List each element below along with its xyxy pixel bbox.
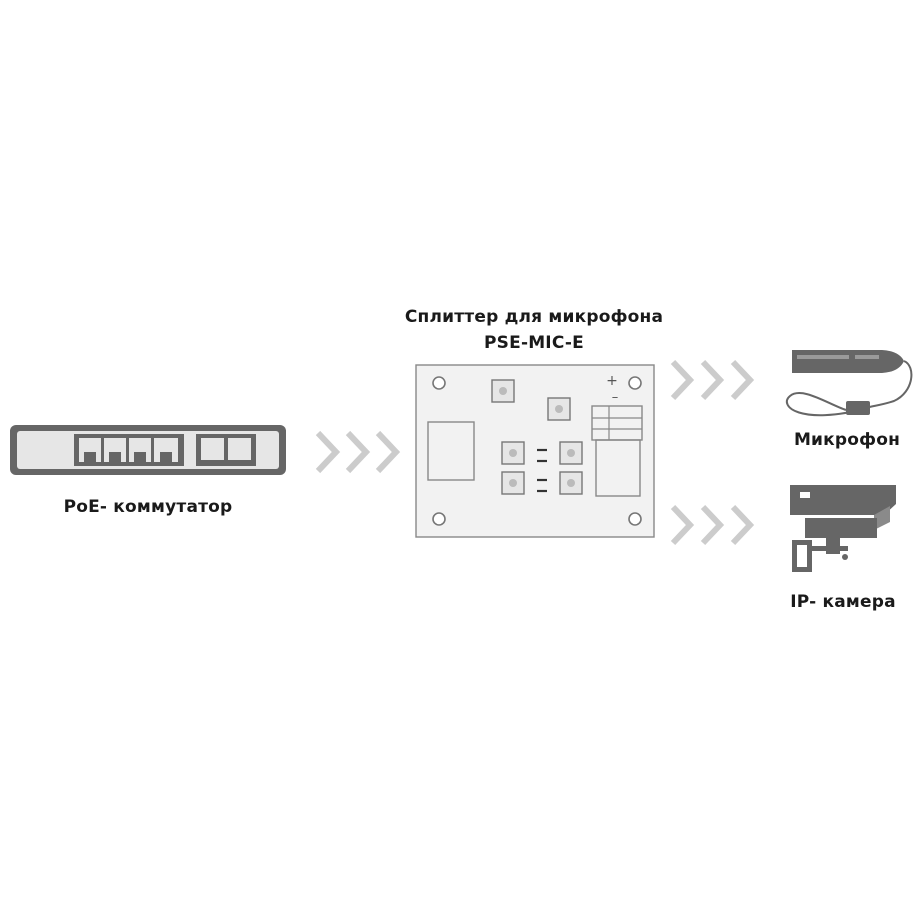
polarity-plus: + — [606, 373, 618, 389]
splitter-board-icon: + – — [415, 364, 655, 538]
splitter-label: Сплиттер для микрофона — [404, 307, 664, 327]
microphone-label: Микрофон — [793, 430, 901, 450]
arrow-splitter-to-camera — [670, 504, 755, 546]
camera-label: IP- камера — [790, 592, 896, 612]
splitter-model-label: PSE-MIC-E — [484, 333, 584, 353]
poe-switch-icon — [10, 425, 286, 475]
arrow-splitter-to-microphone — [670, 359, 755, 401]
arrow-switch-to-splitter — [315, 430, 401, 474]
ip-camera-icon — [790, 485, 896, 572]
switch-label: PoE- коммутатор — [63, 497, 233, 517]
microphone-icon — [785, 350, 913, 417]
polarity-minus: – — [612, 390, 619, 405]
